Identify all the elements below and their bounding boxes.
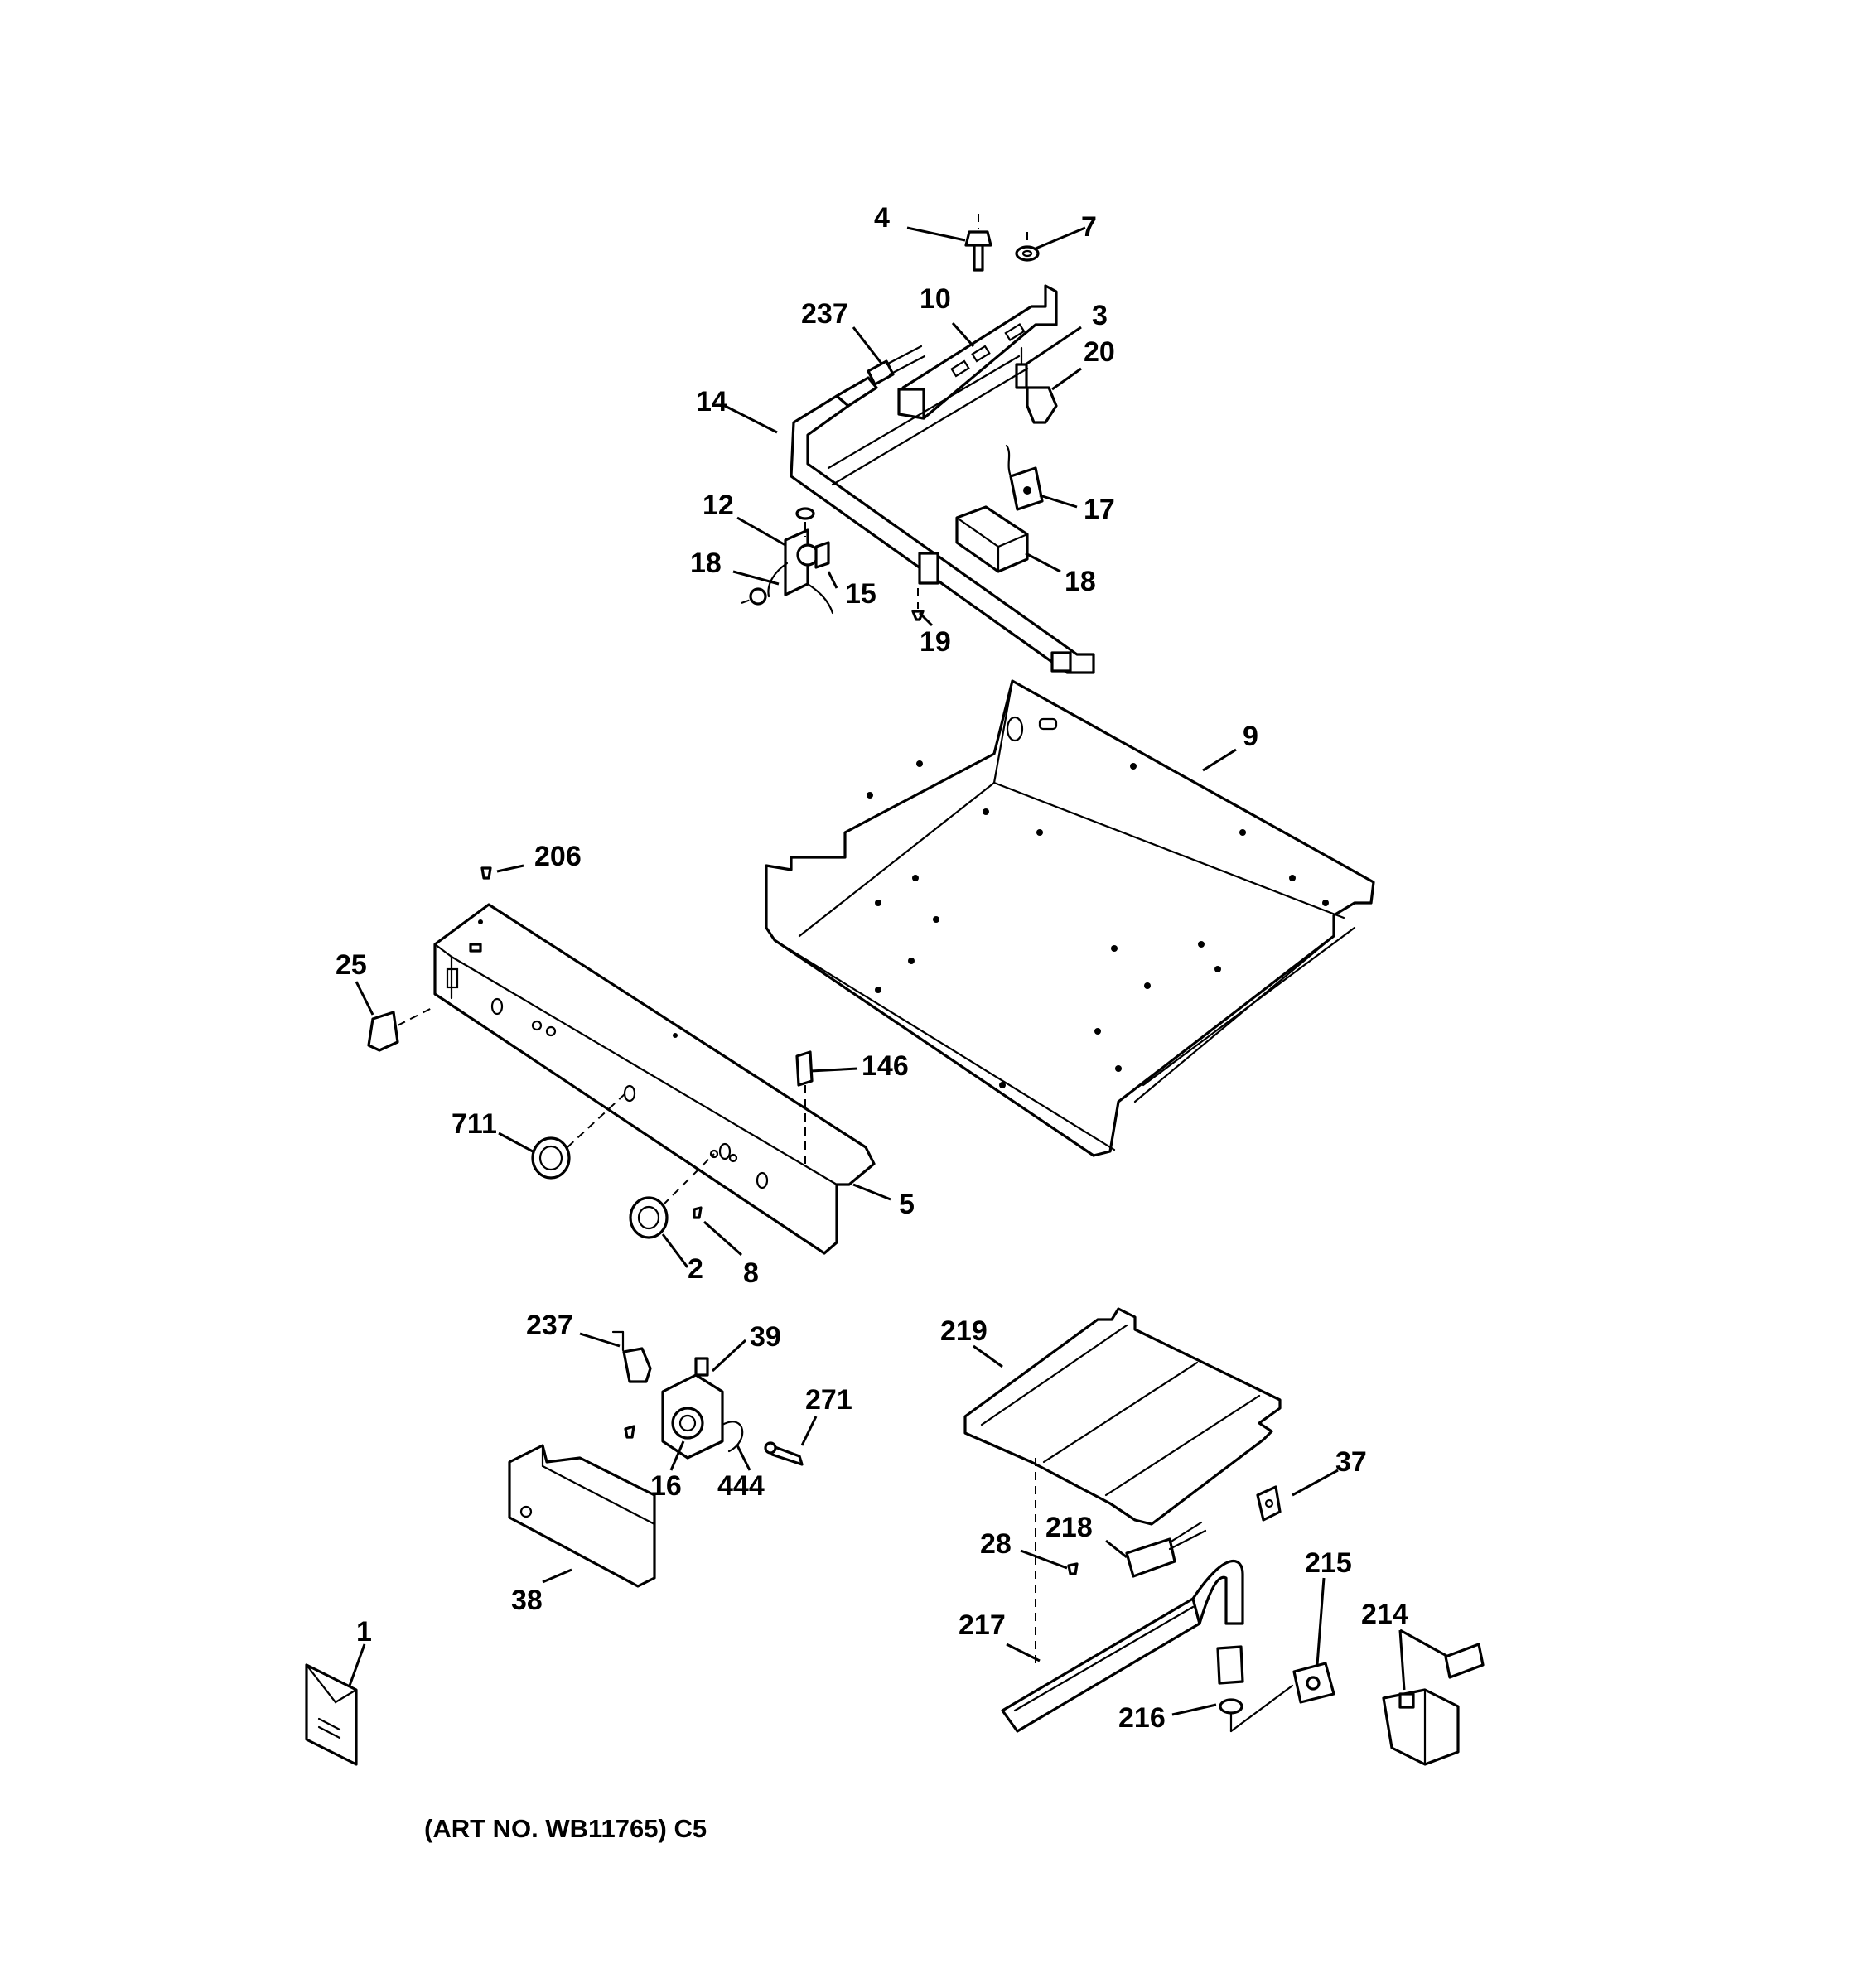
part-237-orifice-top — [867, 345, 926, 386]
callout-711: 711 — [452, 1108, 497, 1140]
part-14-burner-tube — [790, 355, 1095, 674]
part-214-thermostat — [1382, 1643, 1485, 1766]
part-146-clip — [795, 1050, 814, 1164]
part-17-igniter-switch — [1005, 444, 1044, 511]
callout-219: 219 — [940, 1315, 988, 1347]
part-15-wire — [767, 562, 834, 615]
callout-146: 146 — [862, 1050, 909, 1082]
callout-19: 19 — [920, 626, 951, 658]
part-237-orifice-lower — [611, 1330, 652, 1383]
part-10-burner-bracket — [897, 284, 1058, 420]
part-18-nut — [741, 587, 767, 606]
part-39-valve — [661, 1357, 724, 1460]
part-20-loop-wire — [1026, 386, 1058, 424]
callout-10: 10 — [920, 283, 951, 315]
part-37-bracket — [1256, 1485, 1282, 1522]
part-12-valve-block — [784, 507, 830, 596]
callout-237-top: 237 — [801, 298, 848, 330]
part-16-screw — [624, 1425, 635, 1439]
callout-1: 1 — [356, 1616, 372, 1648]
callout-18-left: 18 — [690, 548, 722, 579]
callout-3: 3 — [1092, 300, 1108, 331]
callout-216: 216 — [1118, 1702, 1166, 1734]
callout-444: 444 — [717, 1470, 765, 1502]
part-219-broil-shield — [963, 1307, 1282, 1526]
callout-8: 8 — [743, 1257, 759, 1289]
callout-4: 4 — [874, 202, 890, 234]
callout-237-lower: 237 — [526, 1310, 573, 1341]
callout-206: 206 — [534, 841, 582, 872]
part-271-thermocouple — [764, 1441, 804, 1466]
callout-214: 214 — [1361, 1599, 1408, 1630]
part-1-literature-envelope — [305, 1663, 358, 1766]
callout-25: 25 — [336, 949, 367, 981]
part-3-electrode — [1015, 346, 1028, 389]
callout-39: 39 — [750, 1321, 781, 1353]
part-28-screw — [1035, 1458, 1079, 1665]
callout-2: 2 — [688, 1253, 703, 1285]
callout-15: 15 — [845, 578, 876, 610]
callout-215: 215 — [1305, 1547, 1352, 1579]
callout-217: 217 — [959, 1609, 1006, 1641]
part-38-bracket — [508, 1444, 656, 1588]
callout-37: 37 — [1335, 1446, 1367, 1478]
part-7-nut — [1015, 232, 1040, 262]
part-25-clip — [367, 1006, 436, 1052]
callout-271: 271 — [805, 1384, 852, 1416]
art-number-caption: (ART NO. WB11765) C5 — [424, 1814, 707, 1843]
part-18-igniter-box — [955, 505, 1029, 573]
callout-9: 9 — [1243, 721, 1258, 752]
callout-7: 7 — [1081, 211, 1097, 243]
callout-38: 38 — [511, 1585, 543, 1616]
callout-28: 28 — [980, 1528, 1012, 1560]
part-444-tube — [721, 1421, 744, 1453]
part-217-broil-burner — [1001, 1559, 1244, 1733]
part-218-igniter — [1125, 1521, 1207, 1578]
part-206-screw — [480, 866, 492, 880]
callout-218: 218 — [1045, 1512, 1093, 1543]
callout-17: 17 — [1084, 494, 1115, 525]
part-216-nut — [1216, 1645, 1294, 1733]
part-2-knob — [629, 1153, 715, 1239]
callout-5: 5 — [899, 1189, 915, 1220]
part-5-manifold-panel — [433, 903, 876, 1255]
part-4-screw — [964, 214, 992, 272]
leader-lines — [348, 226, 1449, 1716]
callout-12: 12 — [703, 490, 734, 521]
part-215-bracket — [1292, 1662, 1335, 1704]
callout-16: 16 — [650, 1470, 682, 1502]
callout-18-right: 18 — [1065, 566, 1096, 597]
callout-20: 20 — [1084, 336, 1115, 368]
part-711-knob — [531, 1093, 626, 1180]
part-8-spring — [693, 1206, 703, 1219]
callout-14: 14 — [696, 386, 727, 417]
part-9-base-tray — [765, 679, 1375, 1157]
